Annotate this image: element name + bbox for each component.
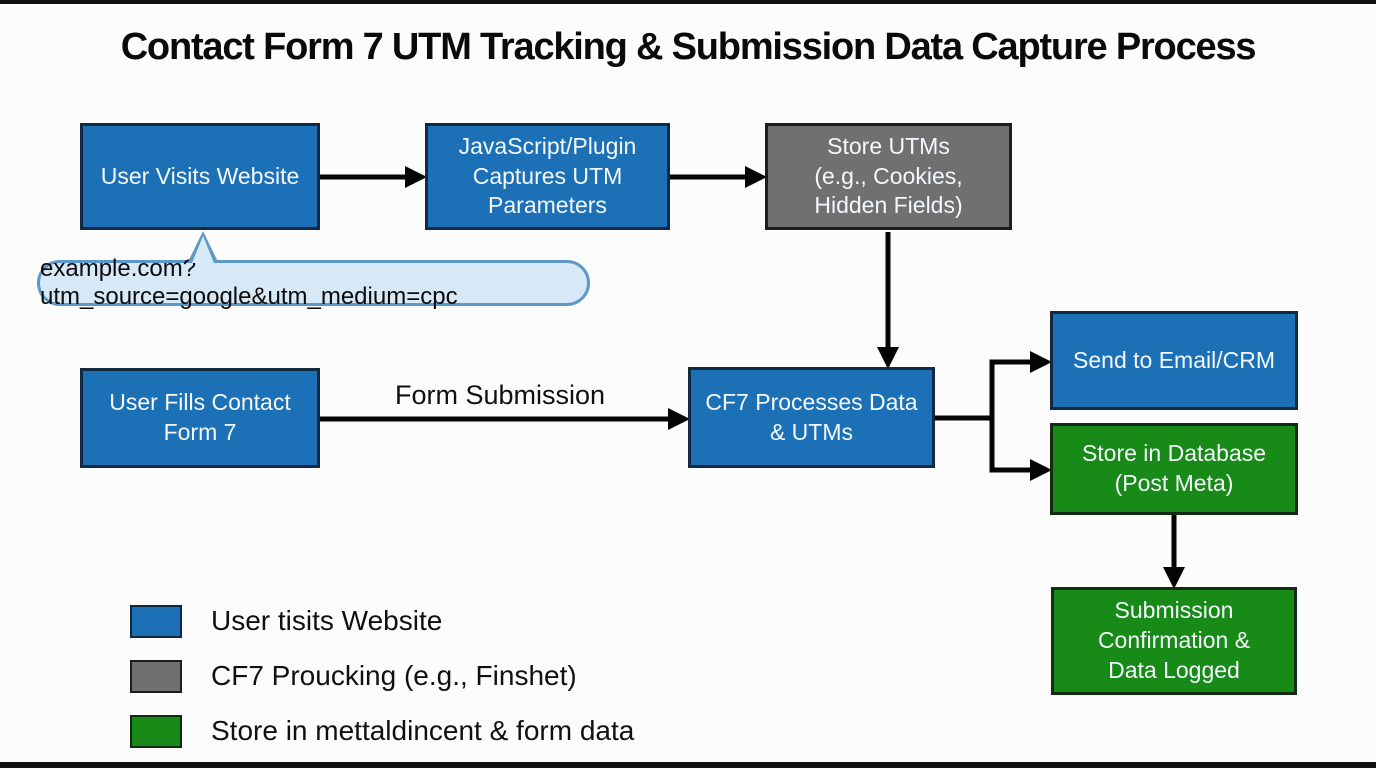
legend-item-blue: User tisits Website: [130, 604, 634, 638]
node-cf7-processes-data: CF7 Processes Data & UTMs: [688, 367, 935, 468]
node-label: CF7 Processes Data & UTMs: [705, 388, 918, 445]
arrow-cf7-to-email-line: [935, 359, 1033, 421]
legend-swatch-gray: [130, 659, 182, 693]
node-user-visits-website: User Visits Website: [80, 123, 320, 230]
legend-swatch-green: [130, 714, 182, 748]
bottom-border-bar: [0, 762, 1376, 768]
node-submission-confirmation: Submission Confirmation & Data Logged: [1051, 587, 1297, 695]
arrowhead-fills-to-cf7: [668, 408, 690, 430]
node-label: Store in Database (Post Meta): [1081, 440, 1267, 496]
legend-label: User tisits Website: [211, 605, 443, 636]
node-label: User Visits Website: [100, 162, 300, 189]
bubble-pointer: [188, 231, 218, 263]
legend: User tisits Website CF7 Proucking (e.g.,…: [130, 604, 634, 769]
node-label: Submission Confirmation & Data Logged: [1097, 597, 1251, 683]
node-label: Send to Email/CRM: [1073, 346, 1275, 373]
node-label: Store UTMs (e.g., Cookies, Hidden Fields…: [814, 132, 963, 219]
node-label: JavaScript/Plugin Captures UTM Parameter…: [458, 132, 637, 219]
node-label: User Fills Contact Form 7: [109, 389, 291, 445]
page-title: Contact Form 7 UTM Tracking & Submission…: [120, 26, 1257, 68]
node-store-utms: Store UTMs (e.g., Cookies, Hidden Fields…: [765, 123, 1012, 230]
url-example-bubble: example.com?utm_source=google&utm_medium…: [37, 255, 590, 310]
arrowhead-storeutms-to-cf7: [877, 347, 899, 369]
arrowhead-capture-to-storeutms: [745, 166, 767, 188]
legend-swatch-blue: [130, 604, 182, 638]
arrowhead-cf7-to-email: [1030, 351, 1052, 373]
legend-item-gray: CF7 Proucking (e.g., Finshet): [130, 659, 634, 693]
arrowhead-cf7-to-database: [1030, 459, 1052, 481]
legend-item-green: Store in mettaldincent & form data: [130, 714, 634, 748]
form-submission-edge-label: Form Submission: [394, 380, 606, 410]
node-send-to-email-crm: Send to Email/CRM: [1050, 311, 1298, 410]
arrowhead-database-to-confirm: [1163, 567, 1185, 589]
legend-label: CF7 Proucking (e.g., Finshet): [211, 660, 577, 691]
node-store-in-database: Store in Database (Post Meta): [1050, 423, 1298, 515]
url-example-text: example.com?utm_source=google&utm_medium…: [40, 255, 458, 310]
arrowhead-visit-to-capture: [405, 166, 427, 188]
node-javascript-plugin-captures-utm: JavaScript/Plugin Captures UTM Parameter…: [425, 123, 670, 230]
node-user-fills-contact-form: User Fills Contact Form 7: [80, 368, 320, 468]
top-border-bar: [0, 0, 1376, 4]
legend-label: Store in mettaldincent & form data: [211, 715, 635, 746]
arrow-cf7-to-database-line: [989, 418, 1033, 473]
